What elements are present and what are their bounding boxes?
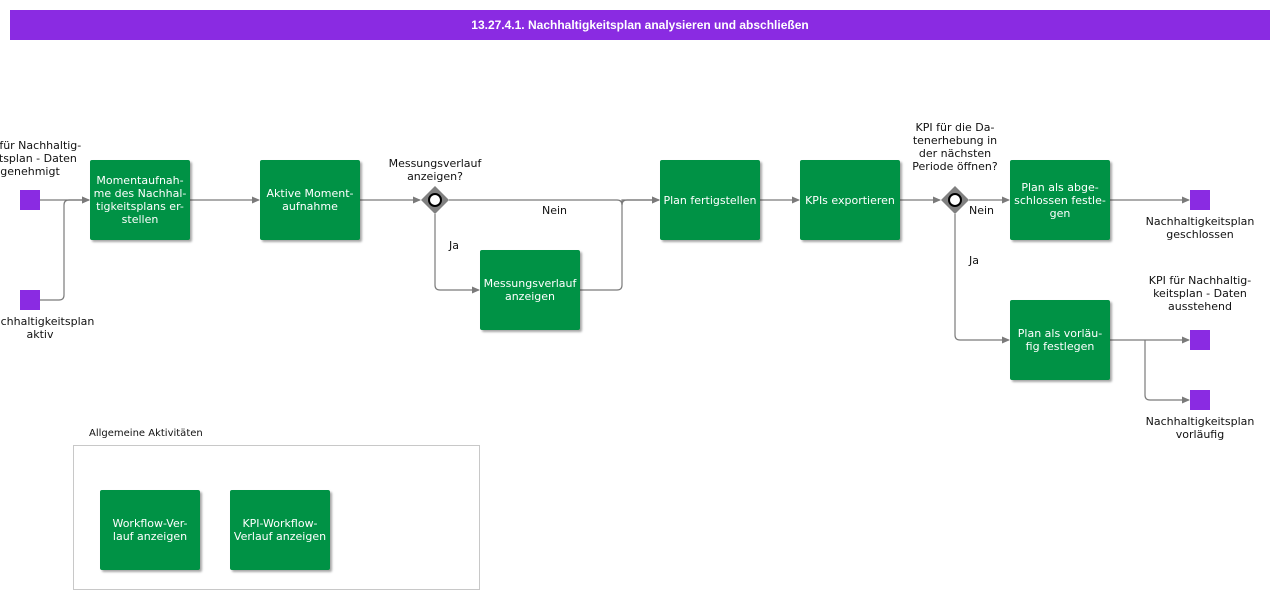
task-finalize-plan[interactable]: Plan fertigstellen bbox=[660, 160, 760, 240]
task-set-plan-provisional[interactable]: Plan als vorläu-fig festlegen bbox=[1010, 300, 1110, 380]
task-active-snapshot[interactable]: Aktive Moment-aufnahme bbox=[260, 160, 360, 240]
start-event-active[interactable] bbox=[20, 290, 40, 310]
edge-label-ja-1: Ja bbox=[449, 239, 459, 252]
flow-start-active-to-snapshot bbox=[40, 196, 90, 301]
task-create-snapshot[interactable]: Momentaufnah-me des Nachhal-tigkeitsplan… bbox=[90, 160, 190, 240]
task-show-kpi-workflow-history[interactable]: KPI-Workflow-Verlauf anzeigen bbox=[230, 490, 330, 570]
flow-provisional-to-end-provisional bbox=[1144, 340, 1190, 404]
end-event-data-pending[interactable] bbox=[1190, 330, 1210, 350]
task-set-plan-closed[interactable]: Plan als abge-schlossen festle-gen bbox=[1010, 160, 1110, 240]
start-event-active-label: Nachhaltigkeitsplanaktiv bbox=[0, 315, 95, 341]
start-event-approved-label: KPI für Nachhaltig-keitsplan - Datengene… bbox=[0, 139, 82, 178]
gateway-show-history[interactable] bbox=[421, 186, 449, 214]
task-show-workflow-history[interactable]: Workflow-Ver-lauf anzeigen bbox=[100, 490, 200, 570]
edge-label-nein-2: Nein bbox=[969, 204, 995, 217]
start-event-approved[interactable] bbox=[20, 190, 40, 210]
general-activities-group bbox=[73, 445, 480, 590]
edge-label-ja-2: Ja bbox=[969, 254, 979, 267]
group-title: Allgemeine Aktivitäten bbox=[89, 428, 203, 439]
end-event-provisional[interactable] bbox=[1190, 390, 1210, 410]
end-event-closed[interactable] bbox=[1190, 190, 1210, 210]
flow-gateway2-ja bbox=[954, 214, 1010, 344]
gateway-next-period[interactable] bbox=[941, 186, 969, 214]
diagram-title: 13.27.4.1. Nachhaltigkeitsplan analysier… bbox=[10, 10, 1270, 40]
flow-history-to-finalize bbox=[580, 196, 660, 291]
edge-label-nein-1: Nein bbox=[542, 204, 568, 217]
flow-gateway1-ja bbox=[434, 214, 480, 294]
task-export-kpis[interactable]: KPIs exportieren bbox=[800, 160, 900, 240]
